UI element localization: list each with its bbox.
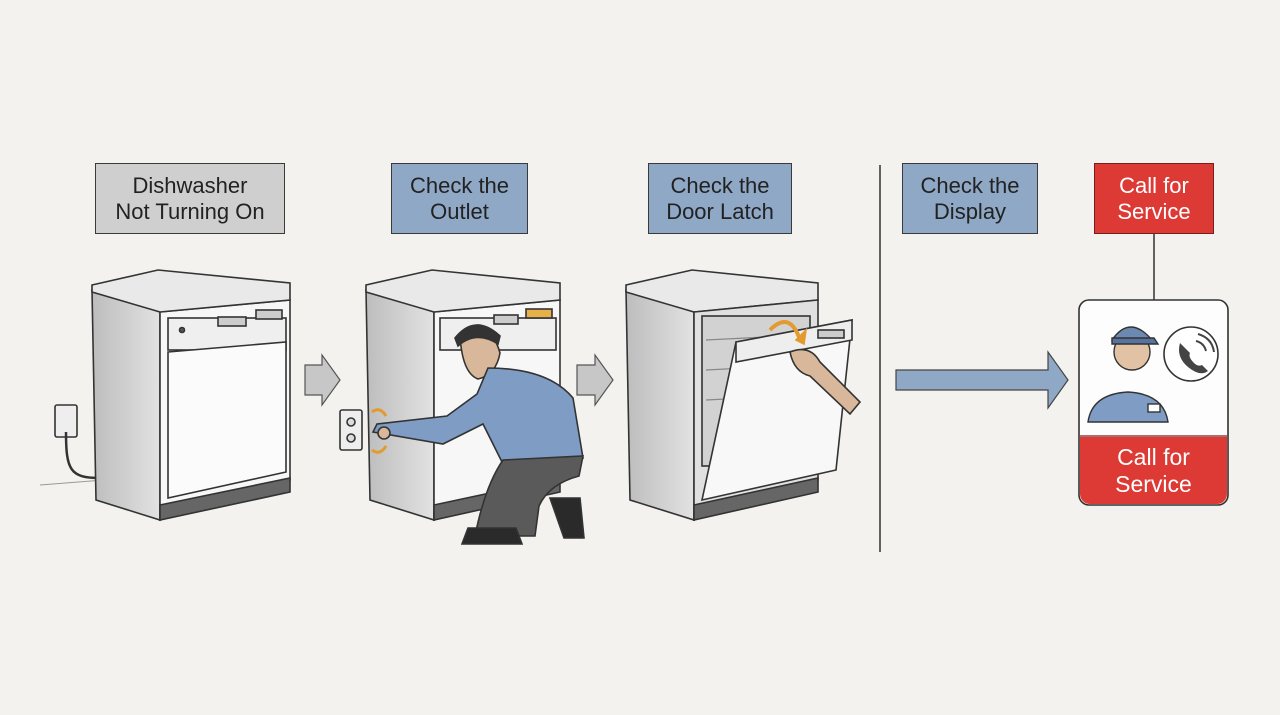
technician-figure xyxy=(371,324,585,545)
flow-arrow-2 xyxy=(576,353,614,407)
power-cord xyxy=(64,431,101,480)
dishwasher-door-latch-illustration xyxy=(625,269,862,522)
phone-icon xyxy=(1163,326,1219,382)
step-label-outlet: Check the Outlet xyxy=(391,163,528,234)
hand-icon xyxy=(789,348,862,416)
step-label-call-service: Call for Service xyxy=(1094,163,1214,234)
dishwasher-closed-illustration xyxy=(39,269,291,522)
service-card-label: Call for Service xyxy=(1080,437,1227,504)
step-label-display: Check the Display xyxy=(902,163,1038,234)
flow-arrow-3 xyxy=(895,350,1069,410)
dishwasher-outlet-check-illustration xyxy=(339,269,585,545)
step-label-start: Dishwasher Not Turning On xyxy=(95,163,285,234)
flow-arrow-1 xyxy=(304,353,341,407)
wall-outlet-icon xyxy=(339,409,363,451)
technician-icon xyxy=(1087,326,1169,423)
step-label-door-latch: Check the Door Latch xyxy=(648,163,792,234)
